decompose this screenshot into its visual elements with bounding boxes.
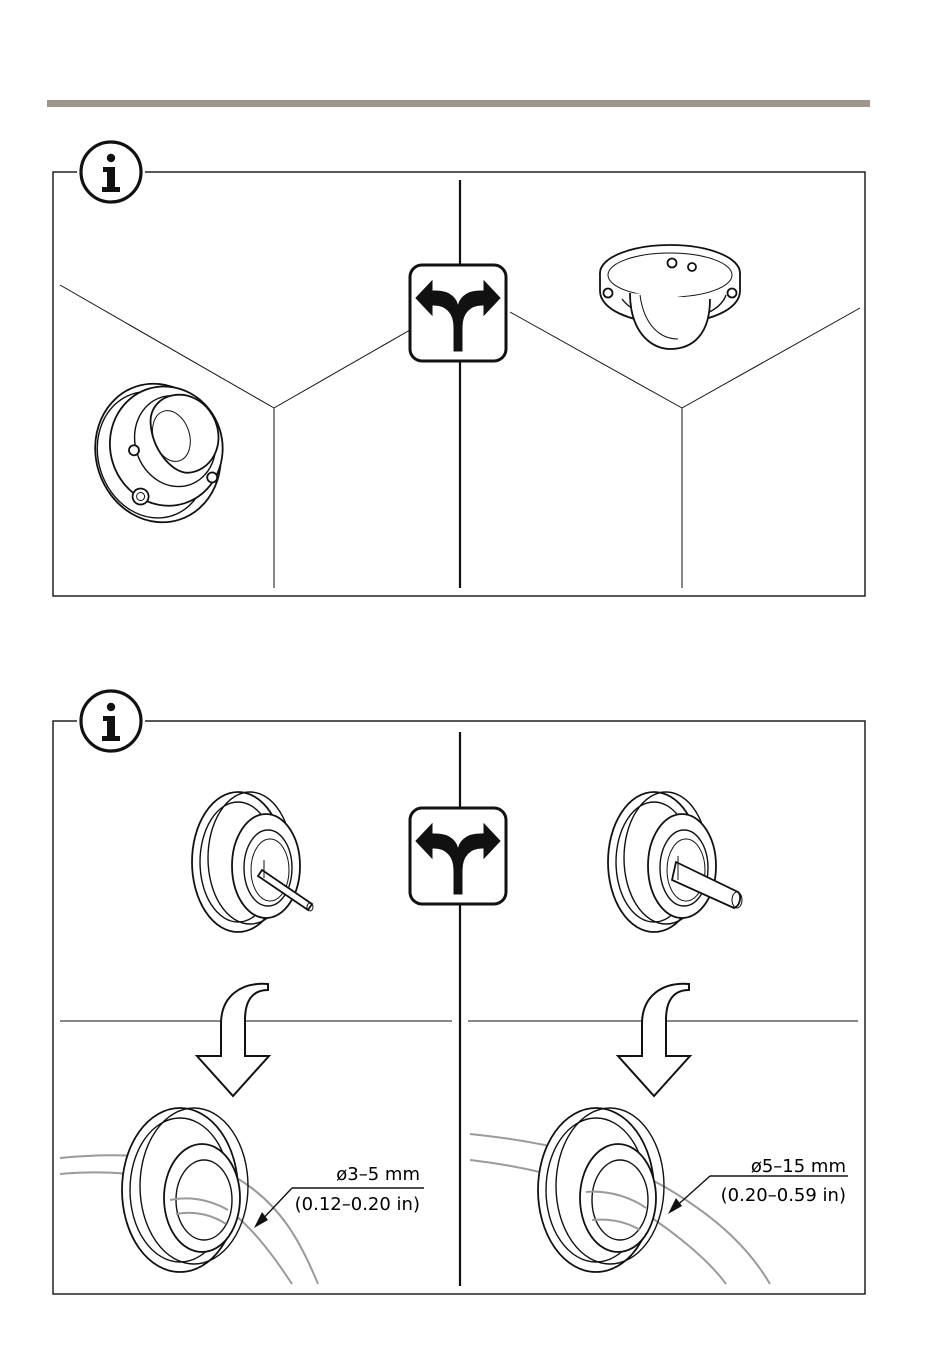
diameter-label-right: ø5–15 mm xyxy=(751,1156,846,1177)
grommet-thick-cable-illustration xyxy=(608,792,742,932)
inch-label-left: (0.12–0.20 in) xyxy=(295,1194,420,1215)
split-arrow-icon xyxy=(410,265,506,361)
left-option-thin-cable: ø3–5 mm (0.12–0.20 in) xyxy=(60,792,424,1284)
split-arrow-icon xyxy=(410,808,506,904)
curved-down-arrow-icon xyxy=(618,984,690,1096)
curved-down-arrow-icon xyxy=(197,984,269,1096)
right-option-ceiling-mount xyxy=(510,245,860,588)
header-rule xyxy=(47,100,870,107)
info-icon xyxy=(77,142,145,202)
inch-label-right: (0.20–0.59 in) xyxy=(721,1185,846,1206)
panel-mounting-options xyxy=(53,142,865,596)
wall-dome-camera-illustration xyxy=(77,366,242,539)
diameter-label-left: ø3–5 mm xyxy=(336,1164,420,1185)
ceiling-dome-camera-illustration xyxy=(600,245,740,349)
grommet-thin-cable-illustration xyxy=(192,792,313,932)
right-option-thick-cable: ø5–15 mm (0.20–0.59 in) xyxy=(470,792,848,1284)
left-option-wall-mount xyxy=(60,285,410,588)
info-icon xyxy=(77,691,145,751)
panel-grommet-options: ø3–5 mm (0.12–0.20 in) xyxy=(53,691,865,1294)
